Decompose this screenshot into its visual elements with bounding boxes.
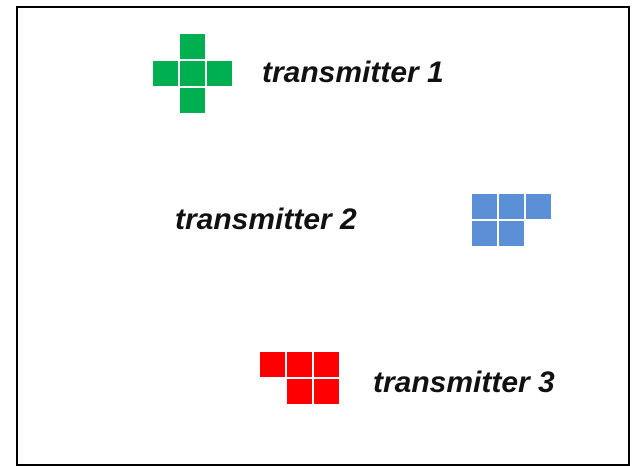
glyph-cell: [207, 61, 232, 86]
transmitter-2-cells: [472, 194, 551, 246]
transmitter-3-block-icon: [260, 352, 339, 404]
transmitter-1-cells: [153, 34, 232, 113]
glyph-cell: [472, 194, 497, 219]
glyph-cell: [472, 221, 497, 246]
glyph-cell: [499, 221, 524, 246]
glyph-cell: [180, 61, 205, 86]
glyph-cell: [499, 194, 524, 219]
transmitter-2-label: transmitter 2: [175, 203, 357, 236]
glyph-cell: [180, 34, 205, 59]
glyph-cell: [526, 194, 551, 219]
transmitter-3-label: transmitter 3: [373, 366, 555, 399]
transmitter-1-plus-icon: [153, 34, 232, 113]
transmitter-2-block-icon: [472, 194, 551, 246]
glyph-cell: [260, 352, 285, 377]
glyph-cell: [153, 61, 178, 86]
glyph-cell: [287, 352, 312, 377]
glyph-cell: [180, 88, 205, 113]
transmitter-1-label: transmitter 1: [262, 56, 444, 89]
glyph-cell: [314, 379, 339, 404]
glyph-cell: [314, 352, 339, 377]
glyph-cell: [287, 379, 312, 404]
transmitter-3-cells: [260, 352, 339, 404]
